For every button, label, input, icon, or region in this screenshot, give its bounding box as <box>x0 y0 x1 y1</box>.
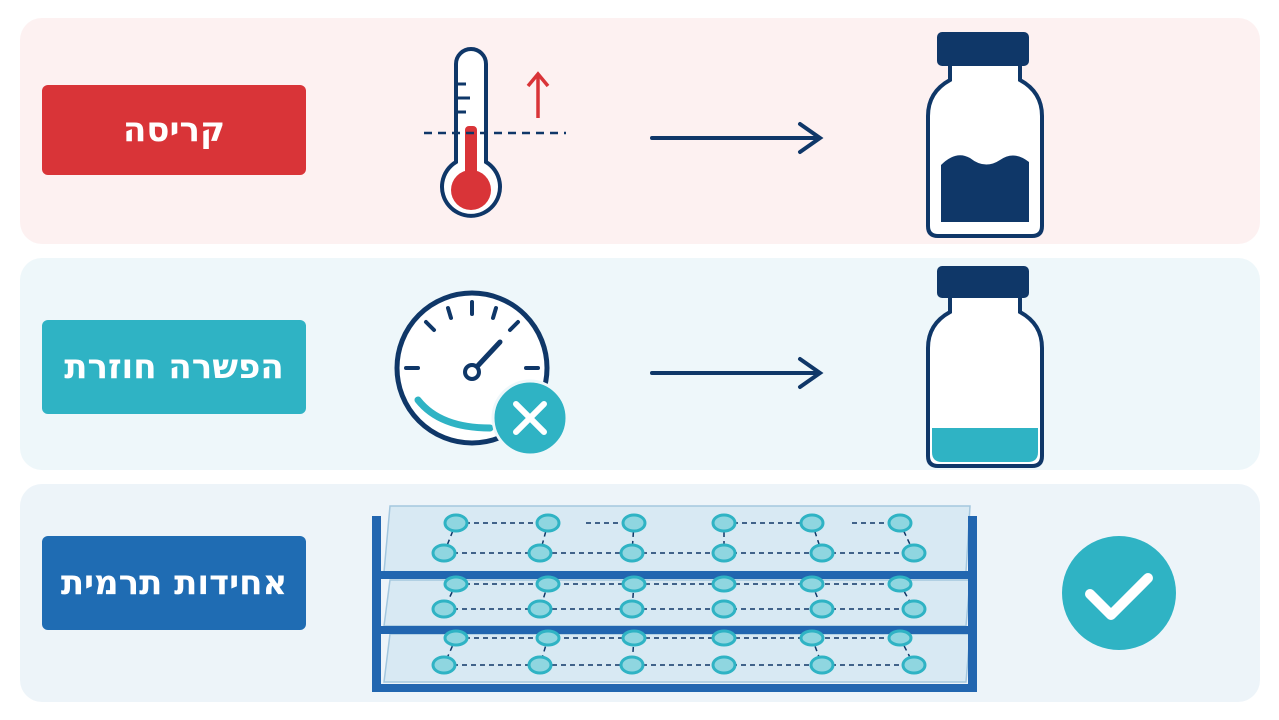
label-refreeze: הפשרה חוזרת <box>42 320 306 414</box>
right-arrow-icon <box>650 357 824 389</box>
thermometer-bulb <box>451 170 491 210</box>
x-icon <box>491 379 569 457</box>
label-collapse: קריסה <box>42 85 306 175</box>
row-collapse: קריסה <box>20 18 1260 244</box>
temperature-up-arrow-icon <box>526 71 550 118</box>
storage-rack-icon <box>372 505 977 692</box>
thermometer-mercury <box>465 126 477 176</box>
vial-icon <box>926 32 1044 238</box>
check-icon <box>1062 536 1176 650</box>
label-thermal-uniformity: אחידות תרמית <box>42 536 306 630</box>
row-refreeze: הפשרה חוזרת <box>20 258 1260 470</box>
vial-icon <box>926 266 1044 468</box>
right-arrow-icon <box>650 122 824 154</box>
